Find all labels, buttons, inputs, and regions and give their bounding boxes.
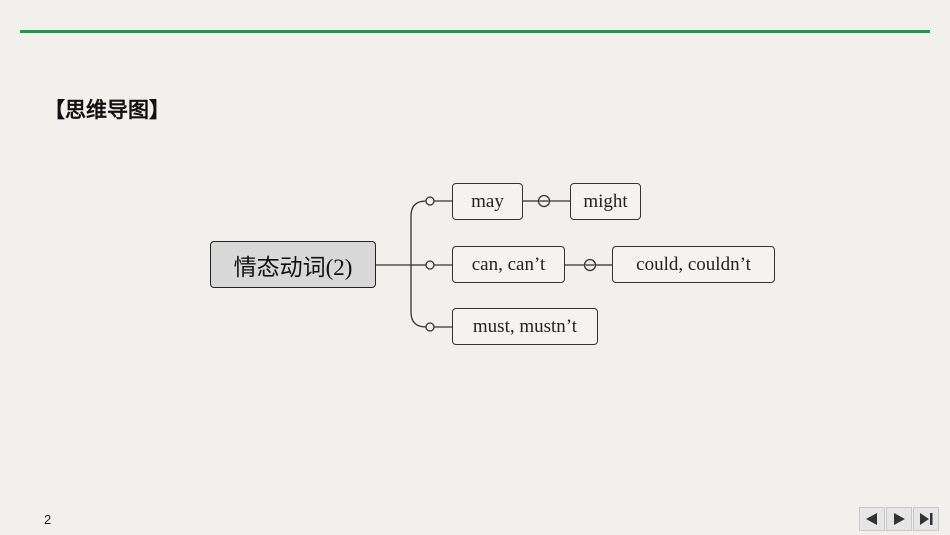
root-node: 情态动词(2)	[210, 241, 376, 288]
connector-dot-may	[537, 194, 551, 208]
connector-dot-3	[425, 322, 435, 332]
last-slide-button[interactable]	[913, 507, 939, 531]
connector-dot-1	[425, 196, 435, 206]
triangle-right-icon	[894, 513, 905, 525]
branch-node-can: can, can’t	[452, 246, 565, 283]
prev-slide-button[interactable]	[859, 507, 885, 531]
page-number: 2	[44, 512, 52, 527]
connector-dot-2	[425, 260, 435, 270]
triangle-left-icon	[866, 513, 877, 525]
connector-trunk	[410, 200, 427, 328]
next-slide-button[interactable]	[886, 507, 912, 531]
section-title: 【思维导图】	[44, 98, 170, 122]
skip-to-end-icon	[920, 513, 933, 525]
branch-node-may: may	[452, 183, 523, 220]
child-node-might: might	[570, 183, 641, 220]
branch-node-must: must, mustn’t	[452, 308, 598, 345]
child-node-could: could, couldn’t	[612, 246, 775, 283]
header-rule	[20, 30, 930, 33]
connector-dot-can	[583, 258, 597, 272]
